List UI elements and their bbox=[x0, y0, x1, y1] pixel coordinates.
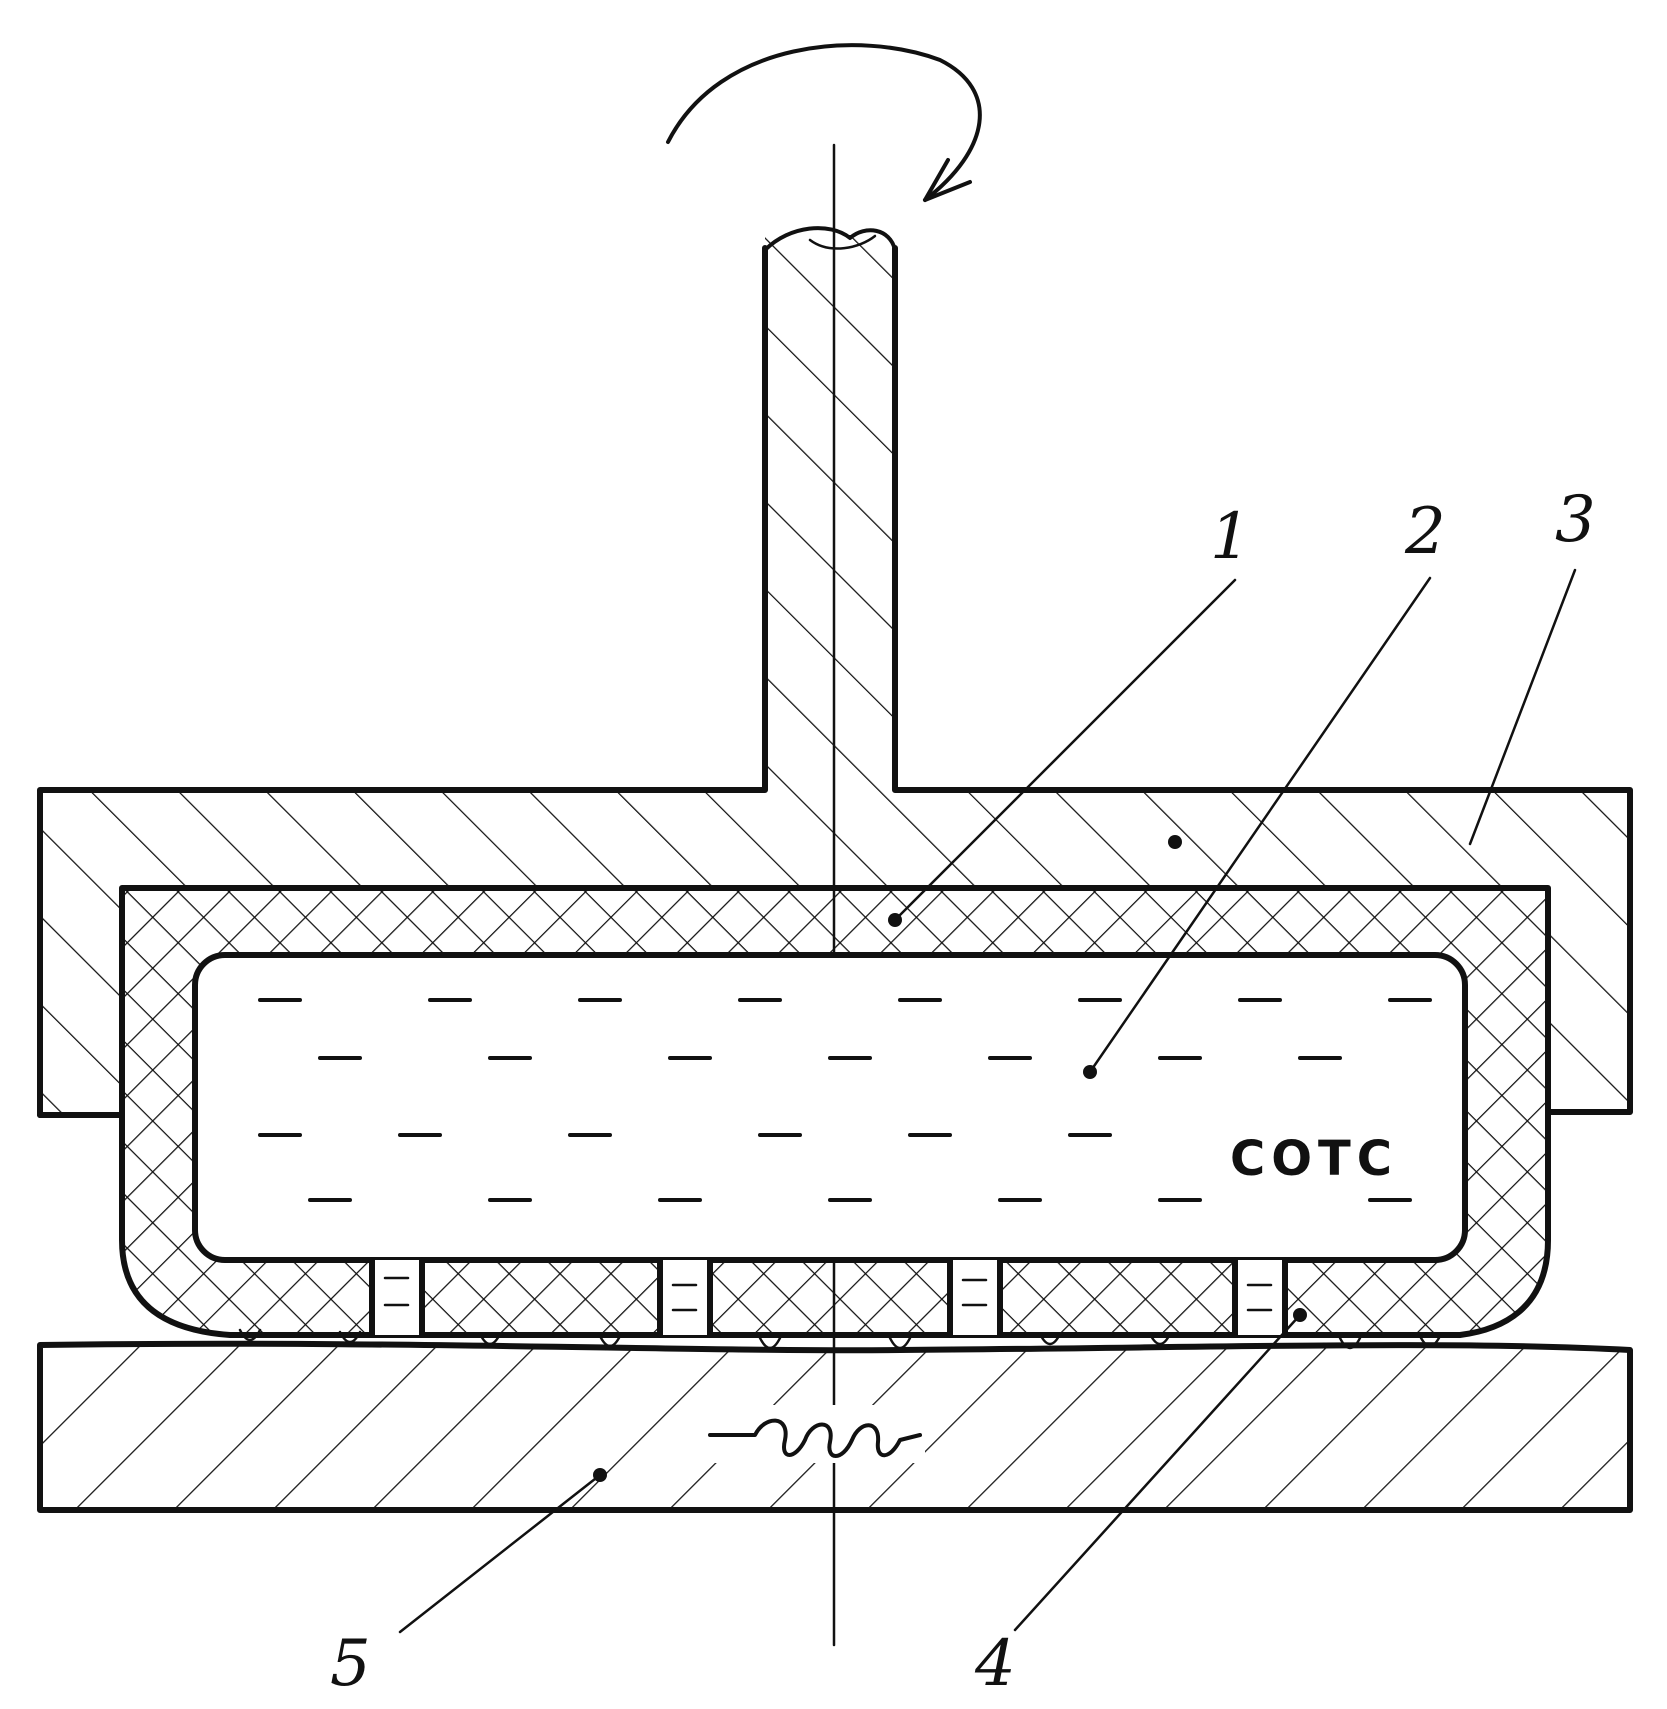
label-part-2: 2 bbox=[1405, 500, 1446, 564]
label-part-3: 3 bbox=[1555, 488, 1596, 552]
rotation-arrow-icon bbox=[668, 45, 980, 200]
fluid-label: СОТС bbox=[1230, 1135, 1398, 1183]
label-part-1: 1 bbox=[1210, 505, 1251, 569]
label-part-4: 4 bbox=[975, 1632, 1016, 1696]
label-part-5: 5 bbox=[330, 1632, 371, 1696]
heated-base bbox=[40, 1344, 1630, 1510]
coolant-cavity bbox=[195, 955, 1465, 1260]
